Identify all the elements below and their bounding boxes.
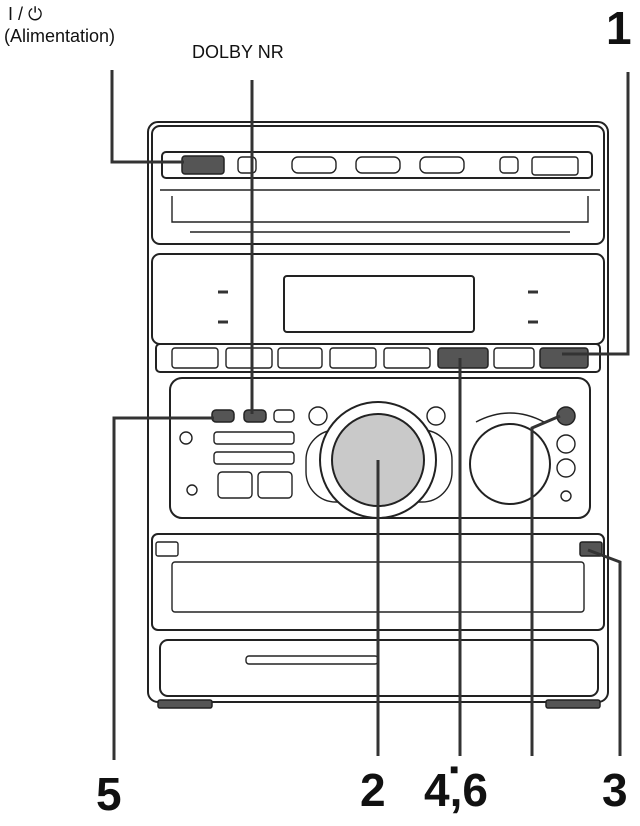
power-name-label: (Alimentation) — [4, 26, 116, 46]
leader-1 — [562, 72, 630, 356]
row-button-3 — [277, 347, 323, 369]
row-button-8 — [539, 347, 589, 369]
row-button-7 — [493, 347, 535, 369]
tape-bar-1 — [213, 431, 295, 445]
row-button-4 — [329, 347, 377, 369]
row-button-1 — [171, 347, 219, 369]
volume-arc — [475, 412, 545, 423]
foot-right — [545, 699, 601, 709]
cd-button-6 — [531, 156, 579, 176]
button-row — [155, 343, 601, 373]
volume-knob — [469, 423, 551, 505]
cd-button-1 — [237, 156, 257, 174]
jack-3 — [556, 458, 576, 478]
tape-button-1 — [217, 471, 253, 499]
power-button-shape — [181, 155, 225, 175]
callout-2: 2 — [360, 764, 386, 816]
cd-button-2 — [291, 156, 337, 174]
small-button-a — [308, 406, 328, 426]
cd-button-5 — [499, 156, 519, 174]
switch-3 — [273, 409, 295, 423]
row-button-6 — [437, 347, 489, 369]
cd-button-3 — [355, 156, 401, 174]
tape-eject-left — [155, 541, 179, 557]
small-button-b — [426, 406, 446, 426]
small-knob-left — [179, 431, 193, 445]
callout-1: 1 — [606, 2, 632, 54]
stop-symbol: ■ — [450, 761, 459, 777]
cd-button-4 — [419, 156, 465, 174]
jack-4 — [560, 490, 572, 502]
row-button-5 — [383, 347, 431, 369]
jack-2 — [556, 434, 576, 454]
dolby-switch — [211, 409, 235, 423]
dolby-label: DOLBY NR — [192, 42, 284, 62]
leader-3 — [587, 548, 622, 756]
row-button-2 — [225, 347, 273, 369]
leader-phones — [530, 414, 561, 756]
display-window — [283, 275, 475, 333]
callout-3: 3 — [602, 764, 628, 816]
small-knob-bottom — [186, 484, 198, 496]
callout-4-6: 4,6 — [424, 764, 488, 816]
foot-left — [157, 699, 213, 709]
switch-2 — [243, 409, 267, 423]
cd-control-strip — [161, 151, 593, 179]
tape-button-2 — [257, 471, 293, 499]
tape-bar-2 — [213, 451, 295, 465]
cd-section — [151, 125, 605, 245]
leader-power — [110, 70, 184, 164]
callout-5: 5 — [96, 768, 122, 820]
power-symbol-label: I / ⏻ — [8, 4, 43, 24]
display-dashes — [218, 290, 538, 324]
leader-5 — [112, 416, 214, 760]
